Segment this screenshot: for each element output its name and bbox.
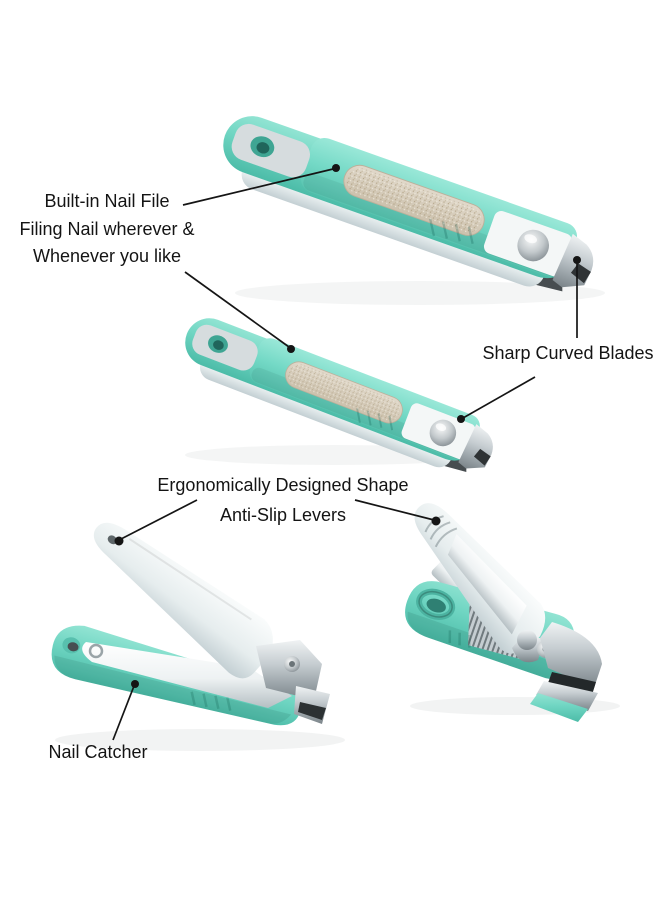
leader-line-catcher [112,685,135,741]
leader-line-nail-file [182,168,334,206]
leader-line-file-2 [184,271,290,348]
leader-dot-blades-2 [457,415,465,423]
leader-dot-lever-right [431,516,441,526]
label-ergonomic-shape: Ergonomically Designed Shape Anti-Slip L… [157,470,408,530]
label-line: Built-in Nail File [44,191,170,211]
leader-line-lever-left [120,499,198,540]
label-line: Nail Catcher [48,742,148,762]
annotation-dots [114,164,581,688]
clipper-open-bottom-right [405,503,602,722]
label-line: Anti-Slip Levers [219,505,347,525]
label-nail-catcher: Nail Catcher [48,742,147,762]
leader-dot-file-2 [287,345,295,353]
label-line: Whenever you like [32,246,182,266]
label-line: Filing Nail wherever & [19,218,195,239]
anti-slip-lever [93,522,273,679]
annotation-leader-lines [112,168,578,741]
label-sharp-curved-blades: Sharp Curved Blades [482,343,653,363]
clipper-closed-top [209,104,605,307]
leader-dot-blades-1 [573,256,581,264]
blade-head [540,622,602,688]
label-line: Ergonomically Designed Shape [157,475,409,495]
lever-mirror-inset [447,534,527,635]
grip-ridges [190,691,232,711]
leader-dot-catcher [131,680,139,688]
leader-line-blades-2 [462,376,536,419]
clipper-open-bottom-left [51,522,330,726]
label-line: Sharp Curved Blades [482,343,654,363]
lower-jaw-mirror [82,642,293,708]
label-built-in-nail-file: Built-in Nail File Filing Nail wherever … [19,188,194,271]
lanyard-loop [416,588,456,620]
leader-line-lever-right [354,499,435,521]
grip-ridges [448,630,471,648]
leader-dot-lever-left [114,536,124,546]
leader-dot-nail-file [332,164,340,172]
